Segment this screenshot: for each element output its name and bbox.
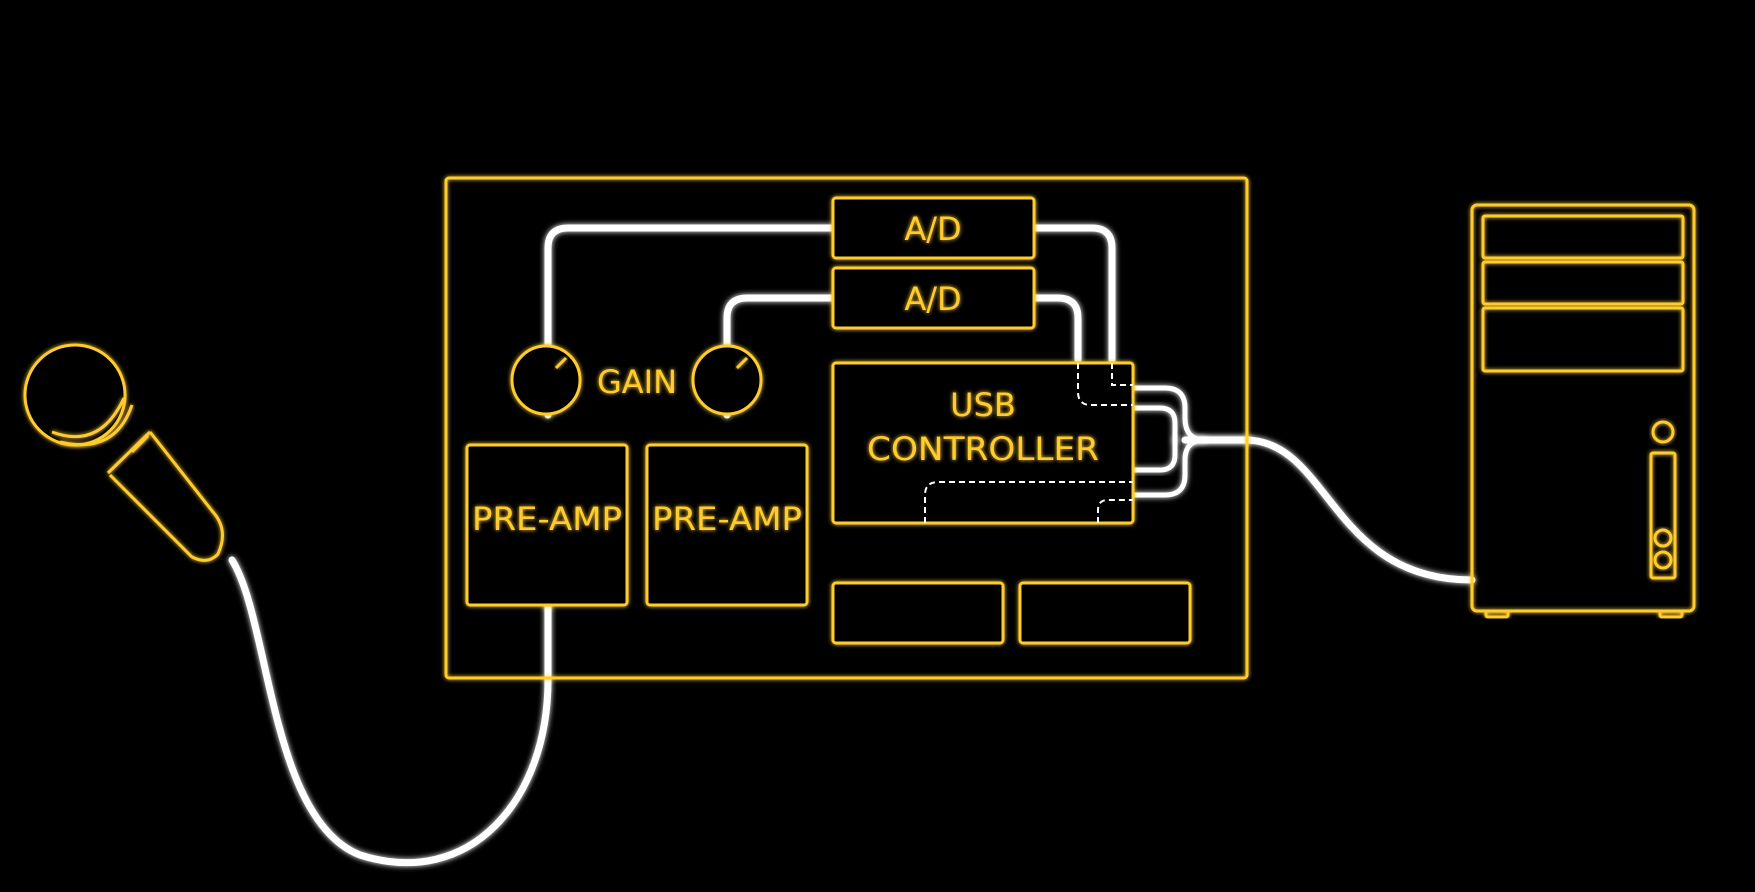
expansion-block-left <box>831 581 1005 645</box>
usb-internal-dashed-upper-2 <box>1111 363 1133 386</box>
audio-interface-housing <box>444 176 1249 680</box>
gain-knob-left-icon[interactable] <box>510 344 582 416</box>
ad-top-to-usb-wire <box>1031 224 1116 364</box>
preamp-left-label: PRE-AMP <box>472 500 622 538</box>
mic-cable <box>228 556 552 867</box>
usb-label-line2: CONTROLLER <box>867 430 1099 468</box>
ad-bottom-label: A/D <box>904 280 961 318</box>
usb-bus-lower-wire <box>1130 437 1178 473</box>
usb-internal-dashed-lower-2 <box>1097 499 1133 523</box>
ad-top-label: A/D <box>904 210 961 248</box>
usb-label-line1: USB <box>950 386 1016 424</box>
ad-converter-top: A/D <box>831 196 1036 260</box>
preamp-left: PRE-AMP <box>465 443 629 607</box>
signal-wires <box>228 224 1476 867</box>
usb-controller: USB CONTROLLER <box>831 361 1135 525</box>
expansion-block-right <box>1018 581 1192 645</box>
usb-cable-to-computer <box>1181 436 1476 584</box>
gain-knob-right-icon[interactable] <box>691 344 763 416</box>
usb-bus-upper-wire <box>1130 385 1253 443</box>
microphone-icon <box>23 343 224 562</box>
ad-converter-bottom: A/D <box>831 266 1036 330</box>
usb-bus-mid-wire <box>1130 405 1178 443</box>
preamp-right-to-ad-bottom-wire <box>723 294 836 419</box>
ad-bottom-to-usb-wire <box>1031 294 1082 364</box>
preamp-right: PRE-AMP <box>645 443 809 607</box>
computer-tower-icon <box>1470 203 1696 619</box>
gain-label: GAIN <box>597 363 677 401</box>
preamp-right-label: PRE-AMP <box>652 500 802 538</box>
